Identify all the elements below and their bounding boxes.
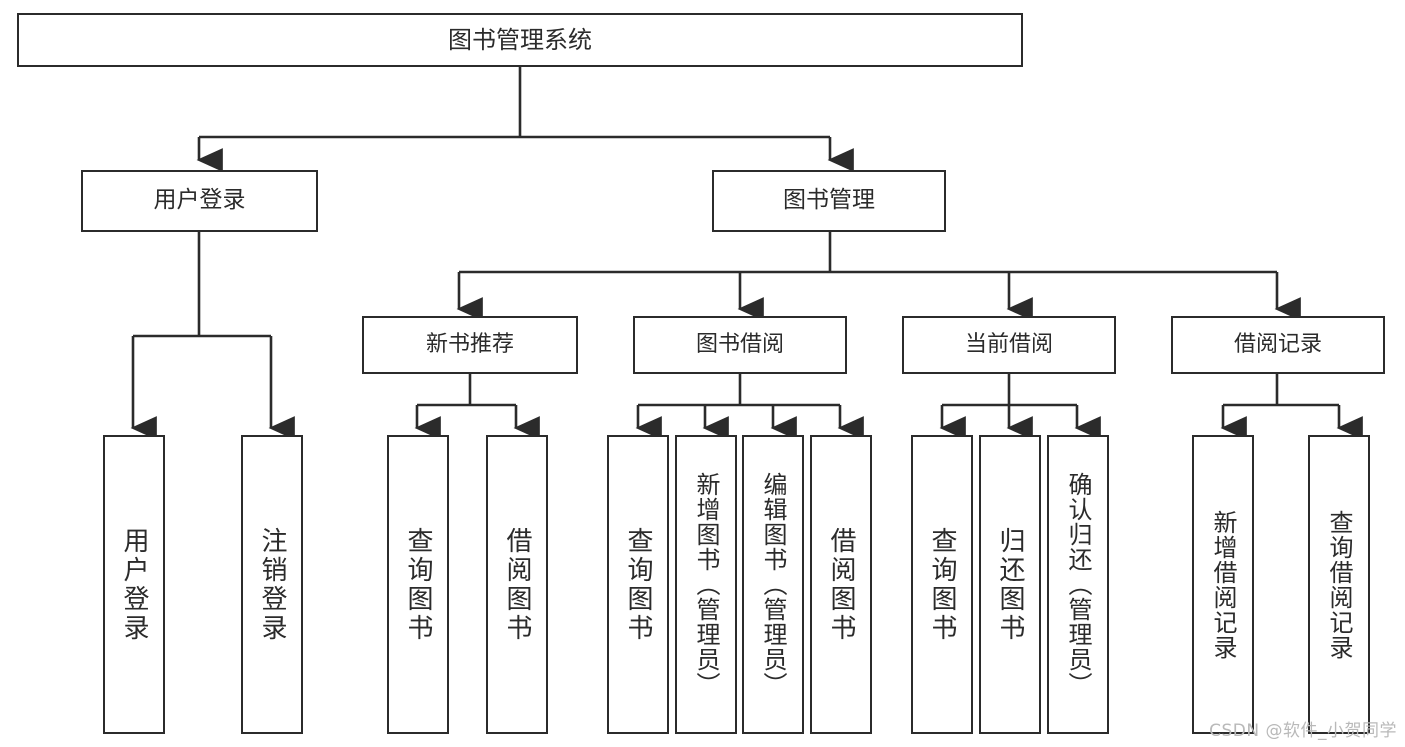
leaf-current-query-book[interactable]: 查询图书 xyxy=(911,435,973,734)
leaf-user-login-logout[interactable]: 注销登录 xyxy=(241,435,303,734)
leaf-borrow-lend-book-label: 借阅图书 xyxy=(826,526,856,643)
node-user-login[interactable]: 用户登录 xyxy=(81,170,318,232)
leaf-current-confirm-return-label: 确认归还（管理员） xyxy=(1064,472,1092,697)
leaf-new-book-query[interactable]: 查询图书 xyxy=(387,435,449,734)
leaf-record-add-label: 新增借阅记录 xyxy=(1209,509,1237,660)
node-new-book-recommend[interactable]: 新书推荐 xyxy=(362,316,578,374)
leaf-borrow-edit-book-label: 编辑图书（管理员） xyxy=(759,472,787,697)
leaf-user-login-logout-label: 注销登录 xyxy=(257,526,287,643)
leaf-borrow-add-book-label: 新增图书（管理员） xyxy=(692,472,720,697)
leaf-new-book-borrow[interactable]: 借阅图书 xyxy=(486,435,548,734)
node-user-login-label: 用户登录 xyxy=(153,187,246,214)
leaf-user-login-login-label: 用户登录 xyxy=(119,526,149,643)
node-borrow-record-label: 借阅记录 xyxy=(1233,331,1322,357)
node-book-management[interactable]: 图书管理 xyxy=(712,170,946,232)
node-book-borrow[interactable]: 图书借阅 xyxy=(633,316,847,374)
leaf-record-query[interactable]: 查询借阅记录 xyxy=(1308,435,1370,734)
node-new-book-recommend-label: 新书推荐 xyxy=(425,331,514,357)
node-book-borrow-label: 图书借阅 xyxy=(695,331,784,357)
leaf-borrow-query-book-label: 查询图书 xyxy=(623,526,653,643)
leaf-record-query-label: 查询借阅记录 xyxy=(1325,509,1353,660)
node-root-label: 图书管理系统 xyxy=(448,25,592,54)
leaf-borrow-query-book[interactable]: 查询图书 xyxy=(607,435,669,734)
leaf-current-return-book-label: 归还图书 xyxy=(995,526,1025,643)
node-book-management-label: 图书管理 xyxy=(783,187,875,214)
leaf-borrow-edit-book[interactable]: 编辑图书（管理员） xyxy=(742,435,804,734)
leaf-new-book-borrow-label: 借阅图书 xyxy=(502,526,532,643)
node-borrow-record[interactable]: 借阅记录 xyxy=(1171,316,1385,374)
node-current-borrow-label: 当前借阅 xyxy=(964,331,1053,357)
leaf-borrow-lend-book[interactable]: 借阅图书 xyxy=(810,435,872,734)
leaf-new-book-query-label: 查询图书 xyxy=(403,526,433,643)
node-root-system[interactable]: 图书管理系统 xyxy=(17,13,1023,67)
node-current-borrow[interactable]: 当前借阅 xyxy=(902,316,1116,374)
leaf-user-login-login[interactable]: 用户登录 xyxy=(103,435,165,734)
leaf-current-confirm-return[interactable]: 确认归还（管理员） xyxy=(1047,435,1109,734)
leaf-current-query-book-label: 查询图书 xyxy=(927,526,957,643)
watermark: CSDN @软件_小贺同学 xyxy=(1209,721,1397,741)
leaf-borrow-add-book[interactable]: 新增图书（管理员） xyxy=(675,435,737,734)
leaf-record-add[interactable]: 新增借阅记录 xyxy=(1192,435,1254,734)
leaf-current-return-book[interactable]: 归还图书 xyxy=(979,435,1041,734)
